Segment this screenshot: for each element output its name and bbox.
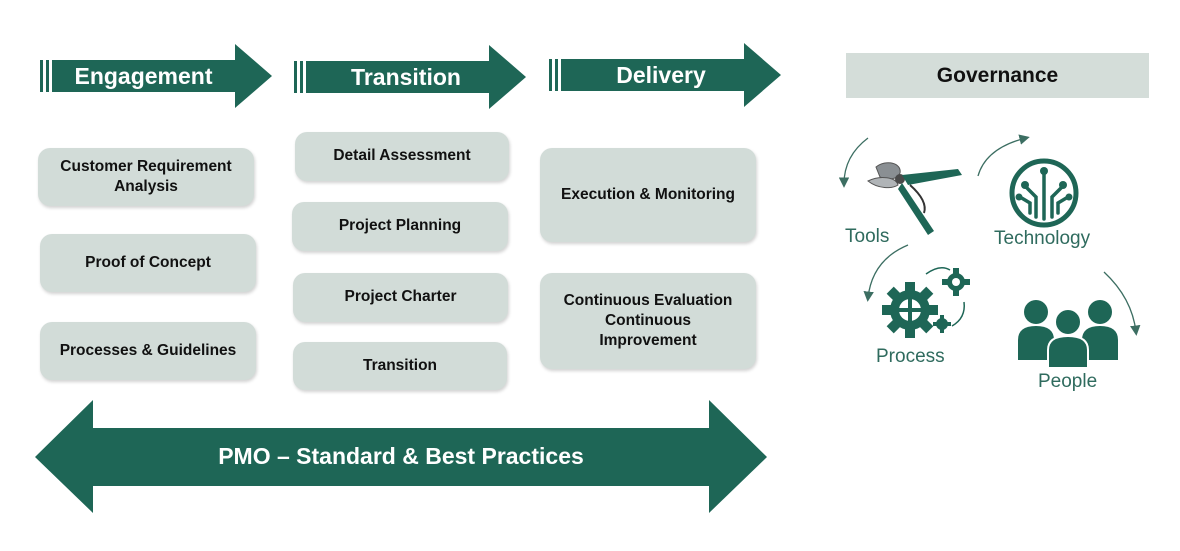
transition-item-transition: Transition [293, 342, 507, 390]
transition-item-detail-assessment: Detail Assessment [295, 132, 509, 181]
engagement-item-customer-requirement-analysis: Customer Requirement Analysis [38, 148, 254, 206]
governance-label-technology: Technology [994, 228, 1091, 249]
pmo-label: PMO – Standard & Best Practices [218, 443, 584, 469]
arrow-shape [40, 44, 272, 108]
cycle-arrow-technology [977, 134, 1030, 177]
phase-label-transition: Transition [351, 63, 461, 90]
phase-arrow-engagement: Engagement [40, 44, 272, 108]
phase-arrow-transition: Transition [294, 45, 526, 109]
governance-label-tools: Tools [845, 226, 890, 247]
cycle-arrow-process [863, 244, 909, 302]
governance-cycle-arrows [838, 134, 1141, 336]
engagement-item-processes-guidelines: Processes & Guidelines [40, 322, 256, 380]
transition-item-project-planning: Project Planning [292, 202, 508, 251]
phase-arrow-delivery: Delivery [549, 43, 781, 107]
governance-label-people: People [1038, 371, 1098, 392]
delivery-item-execution-monitoring: Execution & Monitoring [540, 148, 756, 242]
pruning-shears-icon [867, 162, 962, 235]
delivery-item-continuous-evaluation: Continuous Evaluation Continuous Improve… [540, 273, 756, 369]
cycle-arrow-people [1103, 271, 1141, 336]
gears-icon [882, 267, 970, 338]
people-icon [1018, 300, 1118, 368]
pmo-double-arrow: PMO – Standard & Best Practices [35, 400, 767, 513]
arrow-shape [549, 43, 781, 107]
governance-title: Governance [846, 53, 1149, 98]
cycle-arrow-tools [838, 137, 869, 188]
double-arrow-shape [35, 400, 767, 513]
phase-label-delivery: Delivery [616, 61, 706, 88]
phase-label-engagement: Engagement [74, 62, 213, 89]
arrow-shape [294, 45, 526, 109]
circuit-chip-icon [1009, 158, 1079, 228]
transition-item-project-charter: Project Charter [293, 273, 508, 322]
engagement-item-proof-of-concept: Proof of Concept [40, 234, 256, 292]
governance-label-process: Process [876, 346, 945, 367]
